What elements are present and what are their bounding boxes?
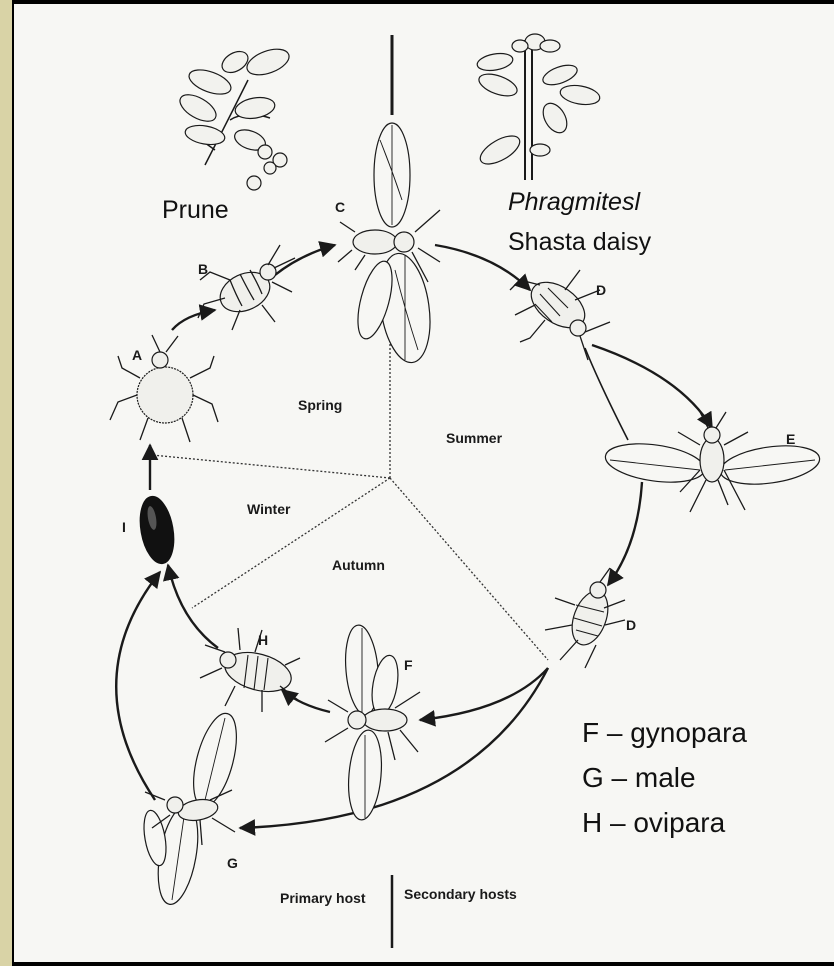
- stage-label-g: G: [227, 855, 238, 871]
- prune-plant-illustration: [176, 44, 293, 190]
- season-label-autumn: Autumn: [332, 557, 385, 573]
- aphid-life-cycle-diagram: Prune Phragmitesl Shasta daisy A B C D E…: [14, 4, 834, 962]
- stage-label-a: A: [132, 347, 142, 363]
- legend-item-g: G – male: [582, 762, 696, 793]
- slide-left-strip: [0, 0, 12, 966]
- stage-a-fundatrix-illustration: [110, 335, 218, 442]
- phragmites-plant-illustration: [476, 34, 601, 180]
- stage-label-e: E: [786, 431, 795, 447]
- diagram-panel: Prune Phragmitesl Shasta daisy A B C D E…: [14, 4, 834, 962]
- stage-label-d2: D: [626, 617, 636, 633]
- arrow-d-to-e: [592, 345, 712, 428]
- primary-host-label: Primary host: [280, 890, 366, 906]
- secondary-hosts-label: Secondary hosts: [404, 886, 517, 902]
- stage-label-h: H: [258, 632, 268, 648]
- stage-label-d1: D: [596, 282, 606, 298]
- season-sector-lines: [152, 272, 548, 660]
- arrow-d-to-f: [420, 668, 548, 720]
- arrow-b-to-c: [275, 245, 335, 275]
- arrow-h-to-i: [168, 565, 218, 648]
- legend-item-f: F – gynopara: [582, 717, 747, 748]
- legend-item-h: H – ovipara: [582, 807, 726, 838]
- arrow-g-to-i: [116, 572, 160, 800]
- stage-f-gynopara-illustration: [325, 624, 420, 821]
- arrow-a-to-b: [172, 310, 215, 330]
- prune-label: Prune: [162, 196, 229, 224]
- phragmites-label: Phragmitesl: [508, 188, 641, 216]
- stage-label-b: B: [198, 261, 208, 277]
- stage-g-male-illustration: [140, 709, 245, 907]
- stage-label-f: F: [404, 657, 413, 673]
- shasta-daisy-label: Shasta daisy: [508, 228, 652, 256]
- arrow-d-return: [585, 348, 628, 440]
- stage-label-c: C: [335, 199, 345, 215]
- season-label-winter: Winter: [247, 501, 291, 517]
- season-label-summer: Summer: [446, 430, 503, 446]
- stage-b-apterous-nymph-illustration: [198, 245, 295, 330]
- season-label-spring: Spring: [298, 397, 342, 413]
- stage-i-egg-illustration: [135, 494, 178, 567]
- stage-label-i: I: [122, 519, 126, 535]
- stage-e-alate-illustration: [603, 412, 822, 512]
- stage-h-ovipara-illustration: [200, 628, 300, 712]
- stage-d2-apterae-illustration: [545, 568, 625, 668]
- stage-c-alate-illustration: [338, 123, 440, 366]
- arrow-e-to-d: [608, 482, 642, 585]
